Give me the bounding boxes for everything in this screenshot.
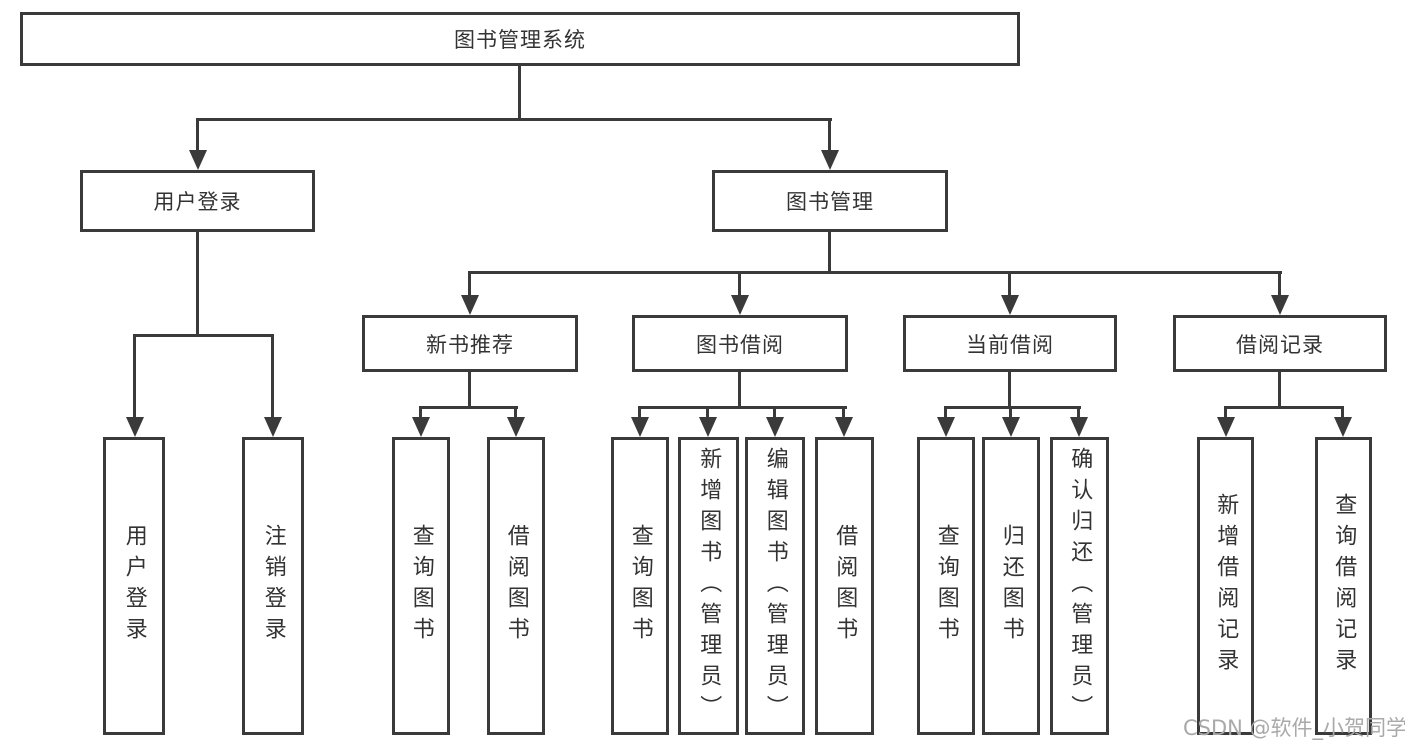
arrow-down-icon — [412, 417, 430, 437]
connector-line — [518, 64, 521, 120]
connector-line — [638, 406, 847, 409]
leaf-label: 编辑图书（管理员） — [762, 446, 788, 726]
node-borrow-records: 借阅记录 — [1173, 315, 1387, 372]
node-book-management: 图书管理 — [712, 170, 948, 232]
node-user-login: 用户登录 — [80, 170, 315, 232]
watermark: CSDN @软件_小贺同学 — [1183, 716, 1405, 740]
leaf-records-add-record: 新增借阅记录 — [1197, 437, 1254, 735]
leaf-label: 借阅图书 — [503, 524, 529, 648]
leaf-records-query-record: 查询借阅记录 — [1315, 437, 1372, 735]
connector-line — [1224, 406, 1227, 419]
node-label: 图书管理 — [786, 190, 874, 214]
arrow-down-icon — [1002, 417, 1020, 437]
leaf-borrow-edit-book-admin: 编辑图书（管理员） — [745, 437, 805, 735]
connector-line — [514, 406, 517, 419]
node-current-borrow: 当前借阅 — [903, 315, 1117, 372]
leaf-label: 新增借阅记录 — [1213, 493, 1239, 679]
arrow-down-icon — [1070, 417, 1088, 437]
connector-line — [828, 118, 831, 152]
connector-line — [1278, 271, 1281, 297]
arrow-down-icon — [821, 150, 839, 170]
connector-line — [1009, 406, 1012, 419]
leaf-user-login: 用户登录 — [103, 437, 165, 735]
arrow-down-icon — [1334, 417, 1352, 437]
connector-line — [1224, 406, 1344, 409]
leaf-label: 查询图书 — [408, 524, 434, 648]
connector-line — [706, 406, 709, 419]
leaf-label: 借阅图书 — [832, 524, 858, 648]
arrow-down-icon — [1001, 295, 1019, 315]
leaf-label: 注销登录 — [260, 524, 286, 648]
leaf-current-return-book: 归还图书 — [982, 437, 1040, 735]
connector-line — [1008, 271, 1011, 297]
connector-line — [419, 406, 422, 419]
connector-line — [468, 370, 471, 408]
connector-line — [638, 406, 641, 419]
connector-line — [1008, 370, 1011, 408]
leaf-current-query-book: 查询图书 — [917, 437, 975, 735]
connector-line — [1341, 406, 1344, 419]
connector-line — [842, 406, 845, 419]
connector-line — [419, 406, 518, 409]
arrow-down-icon — [1217, 417, 1235, 437]
connector-line — [1278, 370, 1281, 408]
leaf-label: 查询图书 — [627, 524, 653, 648]
connector-line — [271, 334, 274, 419]
connector-line — [196, 118, 832, 121]
arrow-down-icon — [766, 417, 784, 437]
connector-line — [738, 370, 741, 408]
connector-line — [773, 406, 776, 419]
leaf-label: 用户登录 — [121, 524, 147, 648]
arrow-down-icon — [189, 150, 207, 170]
arrow-down-icon — [699, 417, 717, 437]
leaf-borrow-add-book-admin: 新增图书（管理员） — [678, 437, 739, 735]
connector-line — [828, 230, 831, 273]
arrow-down-icon — [835, 417, 853, 437]
node-label: 借阅记录 — [1236, 332, 1324, 357]
node-new-book-recommend: 新书推荐 — [362, 315, 578, 372]
leaf-recommend-query-book: 查询图书 — [392, 437, 450, 735]
leaf-label: 查询图书 — [933, 524, 959, 648]
arrow-down-icon — [126, 417, 144, 437]
node-label: 用户登录 — [153, 190, 242, 214]
connector-line — [196, 118, 199, 152]
arrow-down-icon — [631, 417, 649, 437]
leaf-recommend-borrow-book: 借阅图书 — [487, 437, 545, 735]
connector-line — [1077, 406, 1080, 419]
arrow-down-icon — [731, 295, 749, 315]
arrow-down-icon — [461, 295, 479, 315]
leaf-current-confirm-return-admin: 确认归还（管理员） — [1050, 437, 1109, 735]
connector-line — [196, 230, 199, 337]
node-label: 图书借阅 — [696, 332, 784, 357]
connector-line — [133, 334, 136, 419]
leaf-borrow-query-book: 查询图书 — [611, 437, 669, 735]
node-library-system: 图书管理系统 — [20, 12, 1020, 66]
arrow-down-icon — [264, 417, 282, 437]
leaf-label: 查询借阅记录 — [1331, 493, 1357, 679]
leaf-logout: 注销登录 — [242, 437, 304, 735]
connector-line — [944, 406, 947, 419]
connector-line — [738, 271, 741, 297]
arrow-down-icon — [937, 417, 955, 437]
arrow-down-icon — [1271, 295, 1289, 315]
connector-line — [944, 406, 1081, 409]
leaf-label: 归还图书 — [998, 524, 1024, 648]
leaf-label: 确认归还（管理员） — [1067, 446, 1093, 726]
node-label: 当前借阅 — [966, 332, 1054, 357]
node-book-borrow: 图书借阅 — [632, 315, 848, 372]
connector-line — [133, 334, 274, 337]
node-label: 图书管理系统 — [454, 28, 586, 52]
connector-line — [468, 271, 1282, 274]
arrow-down-icon — [507, 417, 525, 437]
connector-line — [468, 271, 471, 297]
leaf-label: 新增图书（管理员） — [696, 446, 722, 726]
leaf-borrow-borrow-book: 借阅图书 — [815, 437, 874, 735]
node-label: 新书推荐 — [426, 332, 514, 357]
